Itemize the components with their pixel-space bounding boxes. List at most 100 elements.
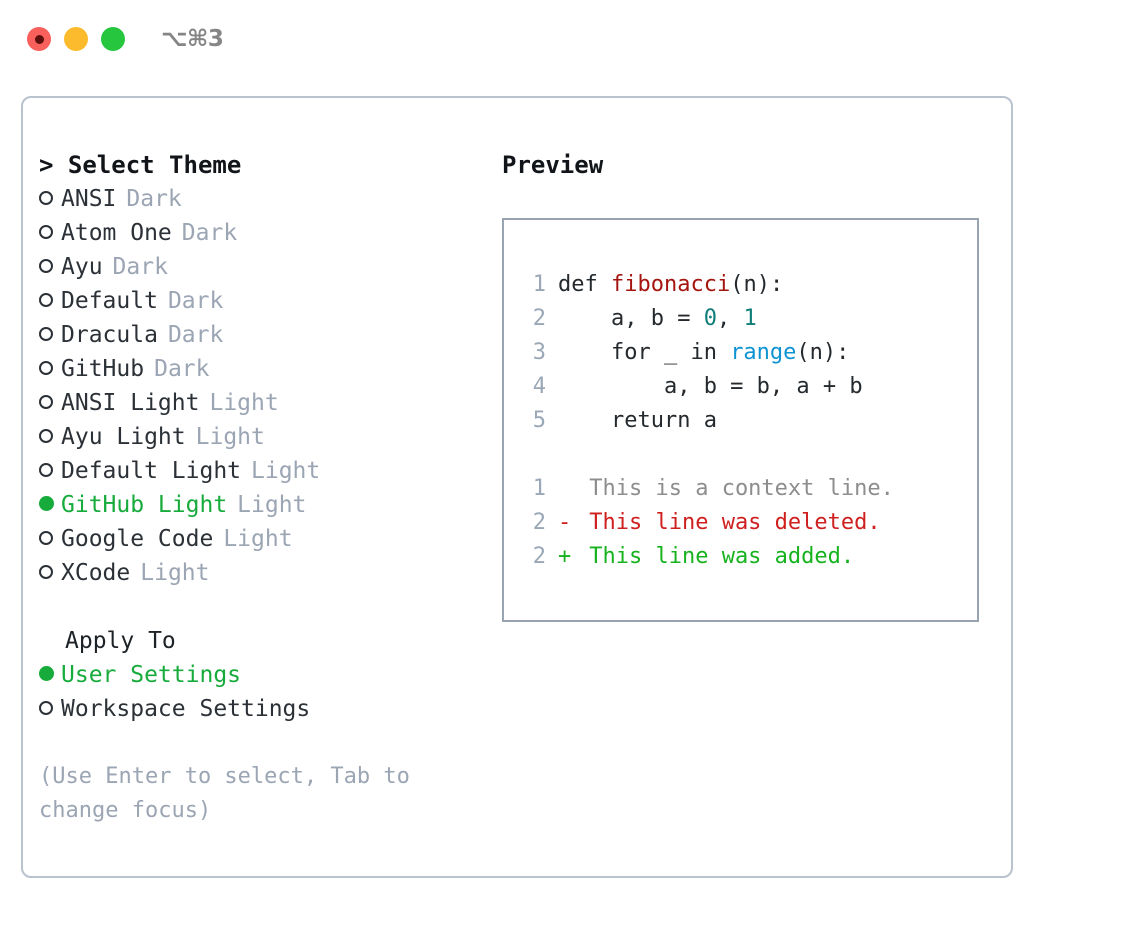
theme-list-item[interactable]: ANSI Dark	[39, 182, 469, 216]
diff-line: 2- This line was deleted.	[504, 506, 977, 540]
apply-to-heading: Apply To	[65, 628, 176, 654]
radio-ring-icon	[39, 293, 53, 307]
radio-unselected-icon	[39, 556, 61, 590]
diff-line: 2+ This line was added.	[504, 540, 977, 574]
theme-list-item[interactable]: Atom One Dark	[39, 216, 469, 250]
close-dot-icon	[34, 34, 44, 44]
theme-mode-badge: Dark	[181, 220, 238, 246]
radio-ring-icon	[39, 429, 53, 443]
theme-mode-badge: Dark	[167, 322, 224, 348]
diff-text: This line was deleted.	[576, 510, 881, 535]
theme-mode-badge: Dark	[167, 288, 224, 314]
line-number: 1	[532, 272, 546, 297]
code-text: a, b = b, a + b	[558, 370, 863, 404]
theme-list-item[interactable]: Google Code Light	[39, 522, 469, 556]
code-token-plain: ,	[716, 306, 744, 331]
code-token-fn: fibonacci	[610, 272, 731, 297]
close-button[interactable]	[27, 27, 51, 51]
code-token-plain: return a	[558, 408, 717, 433]
keyboard-hint-text: (Use Enter to select, Tab to change focu…	[39, 764, 410, 823]
theme-mode-badge: Dark	[126, 186, 182, 212]
theme-mode-badge: Light	[223, 526, 293, 552]
apply-to-item[interactable]: User Settings	[39, 658, 469, 692]
radio-ring-icon	[39, 701, 53, 715]
theme-name-label: ANSI	[61, 186, 117, 212]
code-token-num: 0	[703, 306, 717, 331]
radio-ring-icon	[39, 191, 53, 205]
radio-unselected-icon	[39, 386, 61, 420]
radio-unselected-icon	[39, 284, 61, 318]
section-spacer	[39, 590, 469, 624]
radio-selected-icon	[39, 488, 61, 522]
code-line: 5 return a	[504, 404, 977, 438]
maximize-button[interactable]	[101, 27, 125, 51]
theme-name-label: Google Code	[61, 526, 214, 552]
radio-unselected-icon	[39, 352, 61, 386]
radio-ring-icon	[39, 395, 53, 409]
code-text: for _ in range(n):	[558, 336, 849, 370]
radio-unselected-icon	[39, 454, 61, 488]
diff-preview: 1 This is a context line. 2- This line wa…	[504, 472, 977, 574]
radio-unselected-icon	[39, 420, 61, 454]
preview-heading: Preview	[502, 151, 604, 179]
code-line: 4 a, b = b, a + b	[504, 370, 977, 404]
apply-to-item[interactable]: Workspace Settings	[39, 692, 469, 726]
theme-name-label: ANSI Light	[61, 390, 200, 416]
radio-selected-icon	[39, 658, 61, 692]
diff-sign: +	[558, 544, 572, 569]
minimize-button[interactable]	[64, 27, 88, 51]
theme-name-label: Ayu Light	[61, 424, 186, 450]
theme-list-item[interactable]: Ayu Light Light	[39, 420, 469, 454]
code-token-plain: (n):	[730, 272, 784, 297]
theme-mode-badge: Light	[195, 424, 265, 450]
theme-mode-badge: Dark	[154, 356, 210, 382]
radio-unselected-icon	[39, 522, 61, 556]
theme-name-label: Default Light	[61, 458, 242, 484]
radio-unselected-icon	[39, 692, 61, 726]
radio-unselected-icon	[39, 250, 61, 284]
radio-ring-icon	[39, 327, 53, 341]
code-line: 3 for _ in range(n):	[504, 336, 977, 370]
diff-text: This line was added.	[576, 544, 855, 569]
theme-list-item[interactable]: GitHub Dark	[39, 352, 469, 386]
code-token-plain: def	[558, 272, 611, 297]
diff-sign	[558, 472, 576, 506]
theme-name-label: Ayu	[61, 254, 103, 280]
theme-name-label: XCode	[61, 560, 131, 586]
code-line: 2 a, b = 0, 1	[504, 302, 977, 336]
radio-unselected-icon	[39, 318, 61, 352]
radio-ring-icon	[39, 531, 53, 545]
diff-line-number: 1	[532, 476, 546, 501]
radio-ring-icon	[39, 361, 53, 375]
radio-dot-icon	[39, 496, 54, 511]
title-bar: ⌥⌘3	[0, 0, 1140, 78]
radio-ring-icon	[39, 259, 53, 273]
radio-unselected-icon	[39, 216, 61, 250]
code-token-plain: a, b = b, a + b	[558, 374, 863, 399]
radio-ring-icon	[39, 463, 53, 477]
radio-ring-icon	[39, 565, 53, 579]
code-text: def fibonacci(n):	[558, 268, 783, 302]
code-token-call: range	[730, 340, 797, 365]
diff-text: This is a context line.	[576, 476, 894, 501]
code-token-plain: (n):	[796, 340, 850, 365]
line-number: 2	[532, 306, 546, 331]
theme-name-label: Atom One	[61, 220, 172, 246]
theme-name-label: GitHub	[61, 356, 145, 382]
apply-to-label: User Settings	[61, 662, 242, 688]
